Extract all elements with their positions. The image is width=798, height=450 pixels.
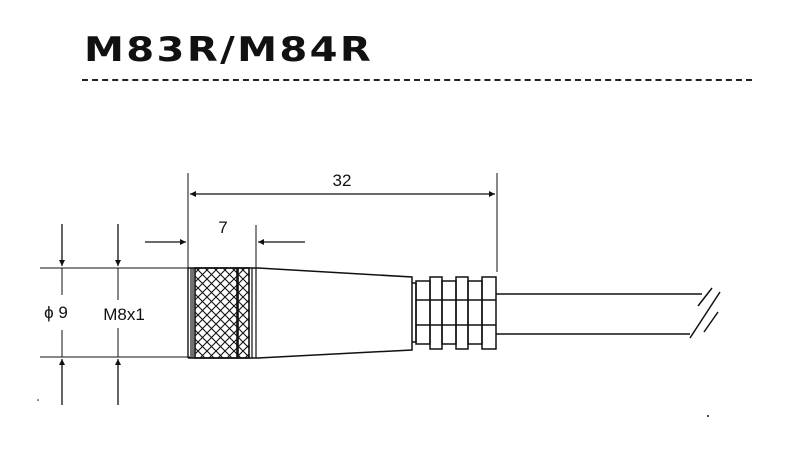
diameter-label: ϕ 9 [44, 303, 68, 322]
title-divider [82, 79, 752, 81]
strain-relief [412, 276, 497, 350]
dimension-overall-length: 32 [187, 171, 498, 272]
knurled-nut [194, 267, 238, 359]
connector-body [187, 267, 721, 359]
thread-label: M8x1 [103, 305, 145, 324]
knurl-length-label: 7 [218, 218, 227, 237]
stray-dot [37, 399, 39, 401]
overall-length-label: 32 [333, 171, 352, 190]
page-title: M83R/M84R [84, 30, 374, 70]
dimension-thread: M8x1 [103, 224, 145, 405]
stray-dot [707, 415, 709, 417]
knurl-ring [237, 267, 250, 359]
dimension-knurl-length: 7 [145, 218, 305, 272]
tapered-housing [257, 267, 413, 359]
dimension-diameter: ϕ 9 [40, 224, 190, 405]
cable [496, 287, 721, 339]
